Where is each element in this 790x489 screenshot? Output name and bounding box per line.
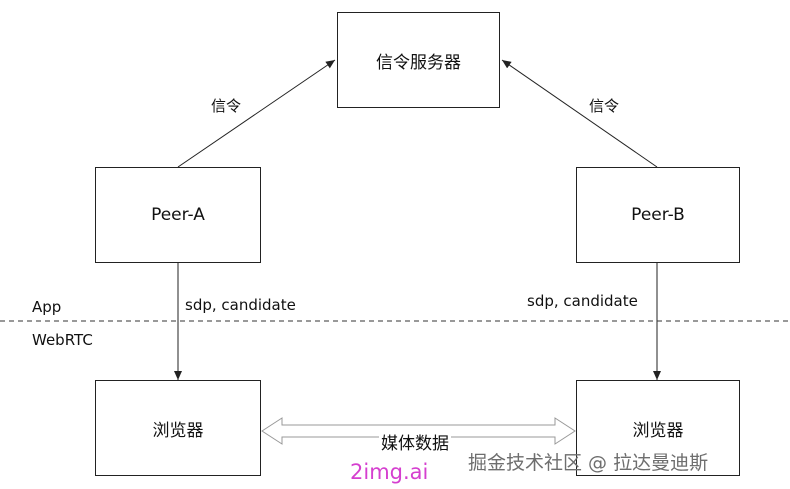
peer-a-label: Peer-A — [151, 205, 205, 225]
browser-a-label: 浏览器 — [152, 420, 204, 441]
browser-b-box: 浏览器 — [576, 380, 740, 476]
juejin-watermark: 掘金技术社区 @ 拉达曼迪斯 — [468, 452, 709, 474]
media-data-label: 媒体数据 — [379, 429, 451, 454]
signal-left-label: 信令 — [211, 97, 242, 115]
signal-server-label: 信令服务器 — [376, 52, 461, 73]
arrow-peer-a-to-server — [177, 59, 336, 168]
sdp-right-label: sdp, candidate — [527, 292, 638, 310]
peer-b-box: Peer-B — [576, 167, 740, 263]
layer-app-label: App — [32, 298, 62, 316]
signal-right-label: 信令 — [589, 97, 620, 115]
browser-b-label: 浏览器 — [632, 420, 684, 441]
peer-b-label: Peer-B — [631, 205, 685, 225]
arrow-peer-b-to-server — [501, 59, 658, 168]
img-watermark: 2img.ai — [350, 460, 429, 484]
browser-a-box: 浏览器 — [95, 380, 261, 476]
signal-server-box: 信令服务器 — [337, 12, 500, 108]
peer-a-box: Peer-A — [95, 167, 261, 263]
layer-webrtc-label: WebRTC — [32, 331, 93, 349]
sdp-left-label: sdp, candidate — [185, 296, 296, 314]
